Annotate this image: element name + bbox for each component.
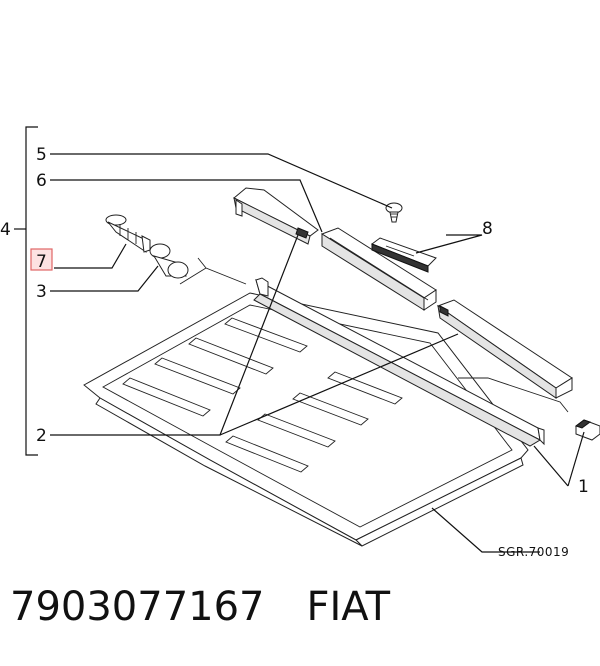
callout-6: 6 xyxy=(36,171,47,191)
push-clip xyxy=(105,214,151,253)
callout-2: 2 xyxy=(36,426,47,446)
guide-channel xyxy=(320,227,437,311)
brand-name: FIAT xyxy=(306,584,391,630)
callout-4: 4 xyxy=(0,220,11,240)
drawing-reference: SGR.70019 xyxy=(498,545,569,559)
upper-rail xyxy=(233,187,319,245)
part-number: 7903077167 xyxy=(10,584,265,630)
part-caption: 7903077167 FIAT xyxy=(10,582,390,632)
callout-7-highlight xyxy=(30,248,53,271)
callout-8: 8 xyxy=(482,219,493,239)
floor-slots xyxy=(122,317,403,473)
leader-lines xyxy=(50,153,585,553)
callout-5: 5 xyxy=(36,145,47,165)
callout-7: 7 xyxy=(36,252,47,272)
latch-plate xyxy=(370,237,437,273)
callout-3: 3 xyxy=(36,282,47,302)
callout-1: 1 xyxy=(578,477,589,497)
cable-route xyxy=(458,377,569,413)
screw xyxy=(385,202,403,223)
pin-bumper xyxy=(149,243,189,279)
assembly-bracket xyxy=(14,126,38,456)
small-clip xyxy=(574,419,600,441)
routing-arrow xyxy=(179,257,247,285)
cover-strip xyxy=(436,299,573,399)
